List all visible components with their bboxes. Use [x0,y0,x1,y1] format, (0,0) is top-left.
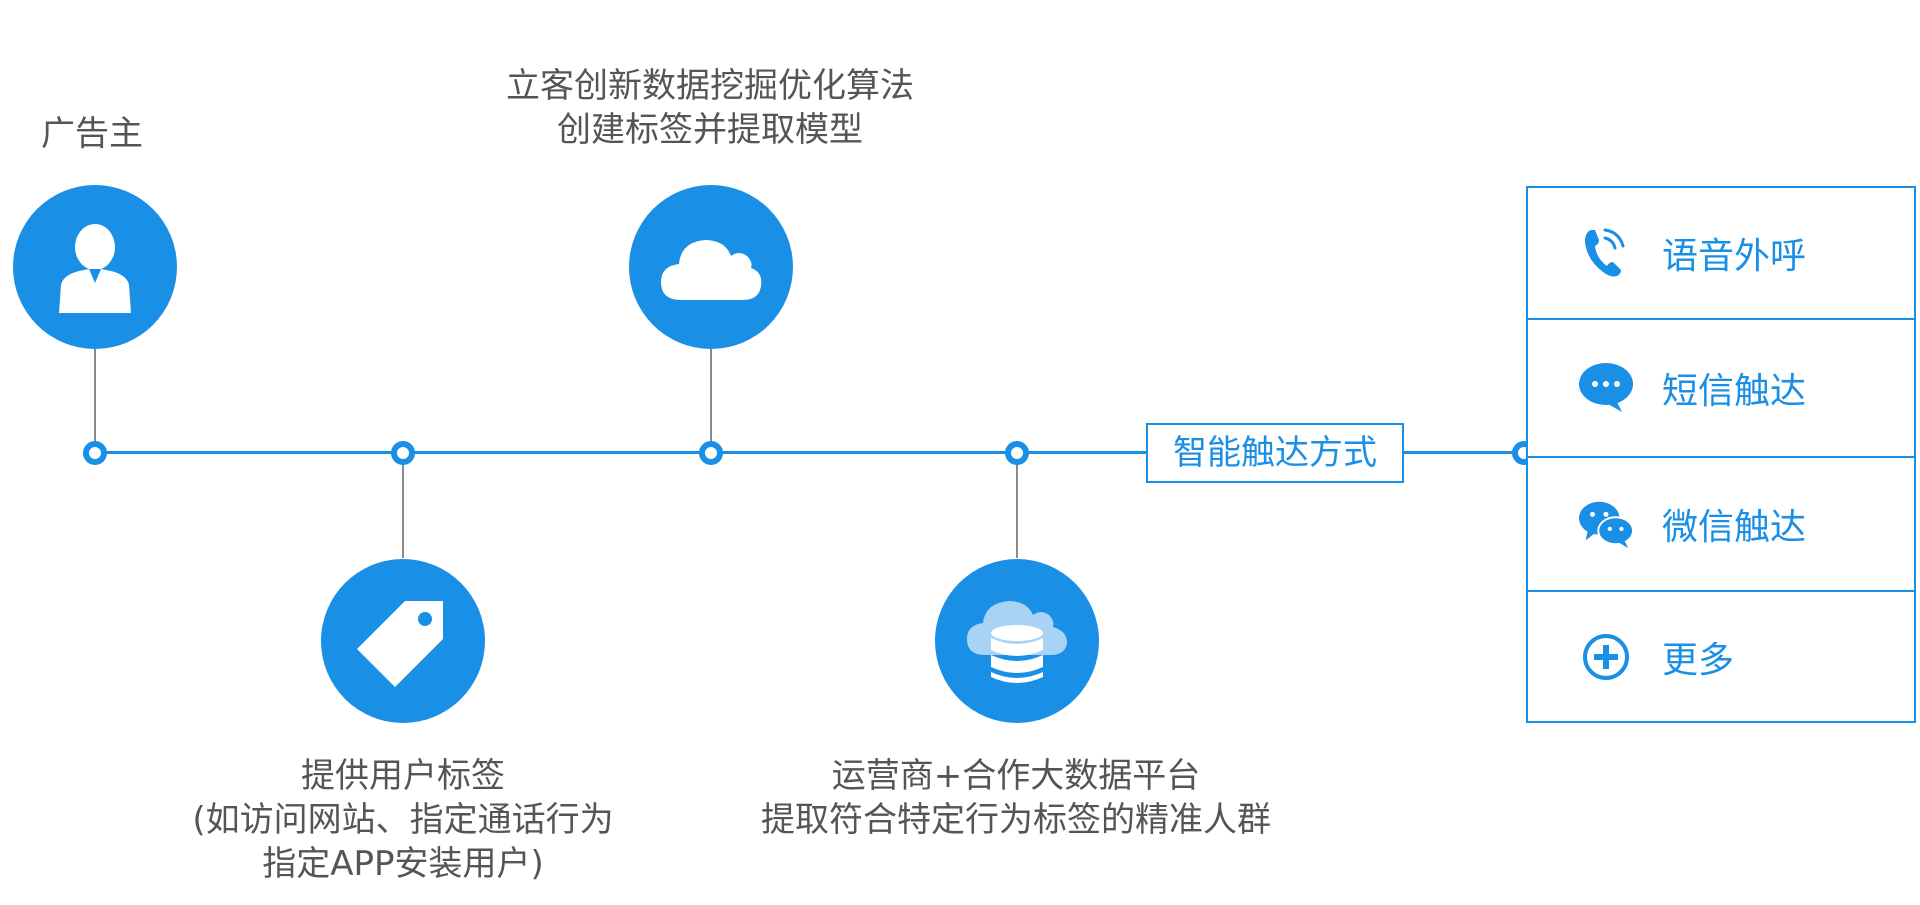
tag-icon [355,593,451,689]
channel-voice-call[interactable]: 语音外呼 [1528,188,1914,318]
algorithm-circle [629,185,793,349]
stem-user-tags [402,462,404,558]
smart-reach-label: 智能触达方式 [1146,423,1404,483]
data-platform-label-line2: 提取符合特定行为标签的精准人群 [761,800,1271,840]
data-platform-label-line1: 运营商+合作大数据平台 [831,756,1201,796]
advertiser-circle [13,185,177,349]
timeline-node-data-platform [1005,441,1029,465]
advertiser-label: 广告主 [41,114,143,154]
timeline-axis [95,451,1525,454]
sms-bubble-icon [1578,360,1634,416]
reach-channels-panel: 语音外呼 短信触达 [1526,186,1916,723]
user-tags-label-line3: 指定APP安装用户) [262,844,544,884]
user-tags-label-line1: 提供用户标签 [301,756,505,796]
user-tags-label-line2: (如访问网站、指定通话行为 [192,800,614,840]
channel-wechat-label: 微信触达 [1662,507,1807,548]
user-tags-circle [321,559,485,723]
stem-advertiser [94,348,96,444]
stem-algorithm [710,348,712,444]
channel-more-label: 更多 [1662,639,1735,681]
user-icon [55,219,135,315]
cloud-database-icon [965,593,1069,689]
plus-circle-icon [1578,629,1634,685]
channel-more[interactable]: 更多 [1528,590,1914,721]
channel-wechat[interactable]: 微信触达 [1528,456,1914,590]
stem-data-platform [1016,462,1018,558]
wechat-icon [1578,496,1634,552]
timeline-node-algorithm [699,441,723,465]
phone-icon [1578,225,1634,281]
channel-sms-label: 短信触达 [1662,371,1807,412]
cloud-icon [659,232,763,302]
channel-sms[interactable]: 短信触达 [1528,318,1914,456]
channel-voice-call-label: 语音外呼 [1662,236,1807,277]
timeline-node-user-tags [391,441,415,465]
data-platform-circle [935,559,1099,723]
algorithm-label-line2: 创建标签并提取模型 [557,110,863,150]
algorithm-label-line1: 立客创新数据挖掘优化算法 [506,66,914,106]
timeline-node-advertiser [83,441,107,465]
